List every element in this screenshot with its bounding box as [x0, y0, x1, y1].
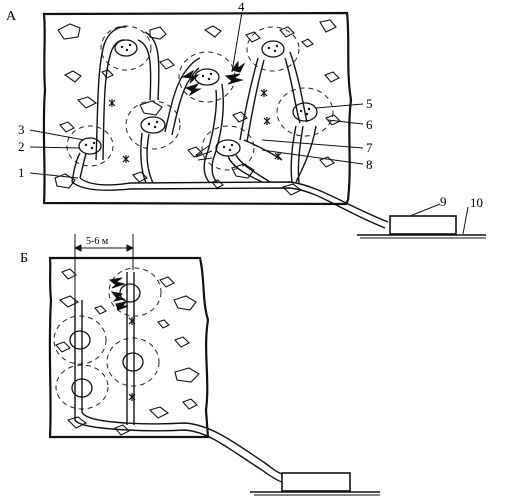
panel-b: Б 5-6 м — [20, 234, 380, 496]
panel-a: А — [6, 0, 486, 239]
panel-a-charge-dots — [84, 43, 311, 152]
panel-b-charges — [69, 283, 144, 398]
dimension-label: 5-6 м — [86, 236, 109, 247]
panel-b-connectors — [128, 317, 136, 401]
panel-a-charges — [78, 39, 318, 157]
callout-8: 8 — [366, 157, 373, 172]
callout-4: 4 — [238, 0, 245, 14]
panel-b-rock-block — [48, 256, 210, 439]
callout-10: 10 — [470, 195, 483, 210]
panel-b-dimension — [73, 234, 135, 300]
panel-a-compressor — [389, 215, 457, 235]
panel-a-label: А — [6, 9, 17, 24]
panel-b-compressor — [281, 472, 351, 492]
callout-1: 1 — [18, 165, 25, 180]
callout-5: 5 — [366, 96, 373, 111]
callout-2: 2 — [18, 139, 25, 154]
panel-b-hoses — [74, 272, 283, 483]
panel-b-blast-marks — [108, 277, 129, 311]
callout-3: 3 — [18, 122, 25, 137]
panel-a-rock-block — [42, 11, 353, 206]
callout-6: 6 — [366, 117, 373, 132]
callout-7: 7 — [366, 140, 373, 155]
panel-a-connectors — [108, 89, 282, 163]
panel-a-leaders — [29, 11, 469, 235]
panel-a-hoses — [71, 26, 389, 229]
panel-a-blast-marks — [181, 60, 246, 161]
panel-a-blast-zones — [66, 25, 334, 171]
callout-9: 9 — [440, 194, 447, 209]
panel-b-label: Б — [20, 251, 28, 266]
